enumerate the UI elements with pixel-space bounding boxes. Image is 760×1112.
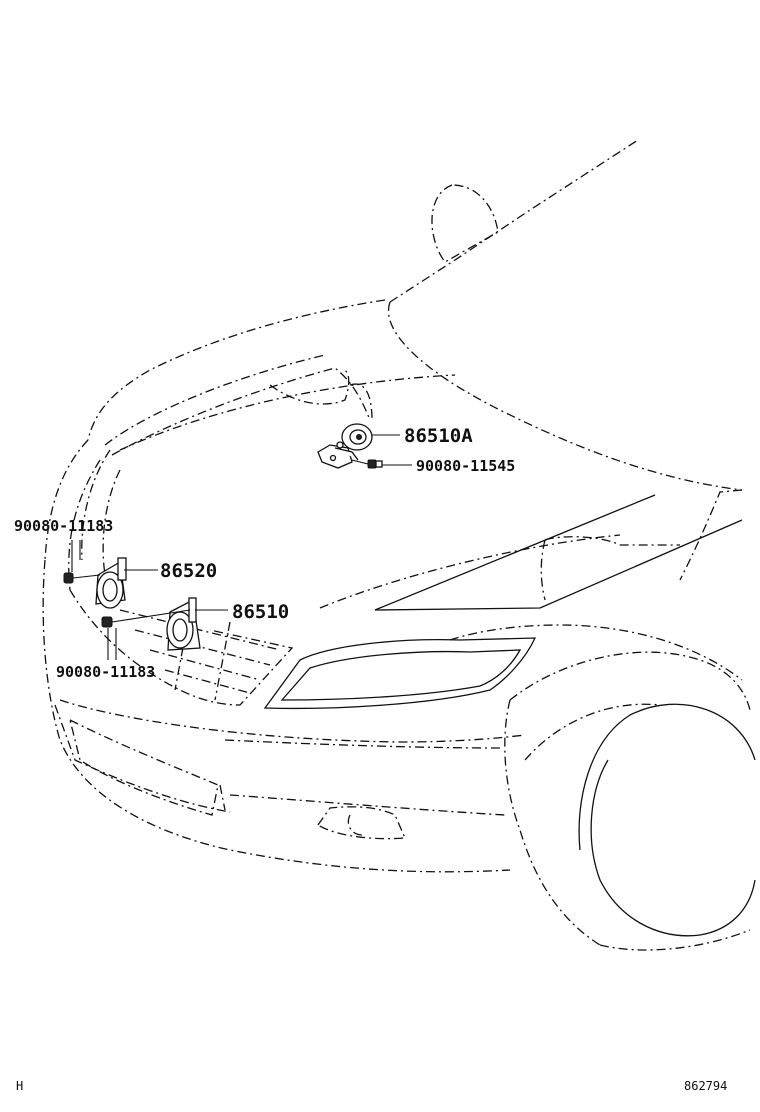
horn-86510 bbox=[166, 597, 201, 651]
horn-86520 bbox=[95, 557, 127, 609]
callout-90080-11183-top: 90080-11183 bbox=[14, 517, 113, 535]
leader-90080-11183-bottom bbox=[107, 628, 117, 660]
callout-86510a: 86510A bbox=[404, 425, 473, 447]
bolt-90080-11183-top bbox=[63, 572, 101, 584]
callout-86510: 86510 bbox=[232, 601, 289, 623]
callout-90080-11545: 90080-11545 bbox=[416, 457, 515, 475]
section-mark: H bbox=[16, 1079, 23, 1093]
leader-90080-11183-top bbox=[71, 540, 81, 572]
figure-number: 862794 bbox=[684, 1079, 727, 1093]
bolt-90080-11183-bottom bbox=[101, 609, 191, 628]
callout-86520: 86520 bbox=[160, 560, 217, 582]
horn-86510a bbox=[317, 423, 373, 469]
callout-90080-11183-bottom: 90080-11183 bbox=[56, 663, 155, 681]
bolt-90080-11545 bbox=[351, 459, 383, 469]
vehicle-outline bbox=[42, 139, 756, 951]
